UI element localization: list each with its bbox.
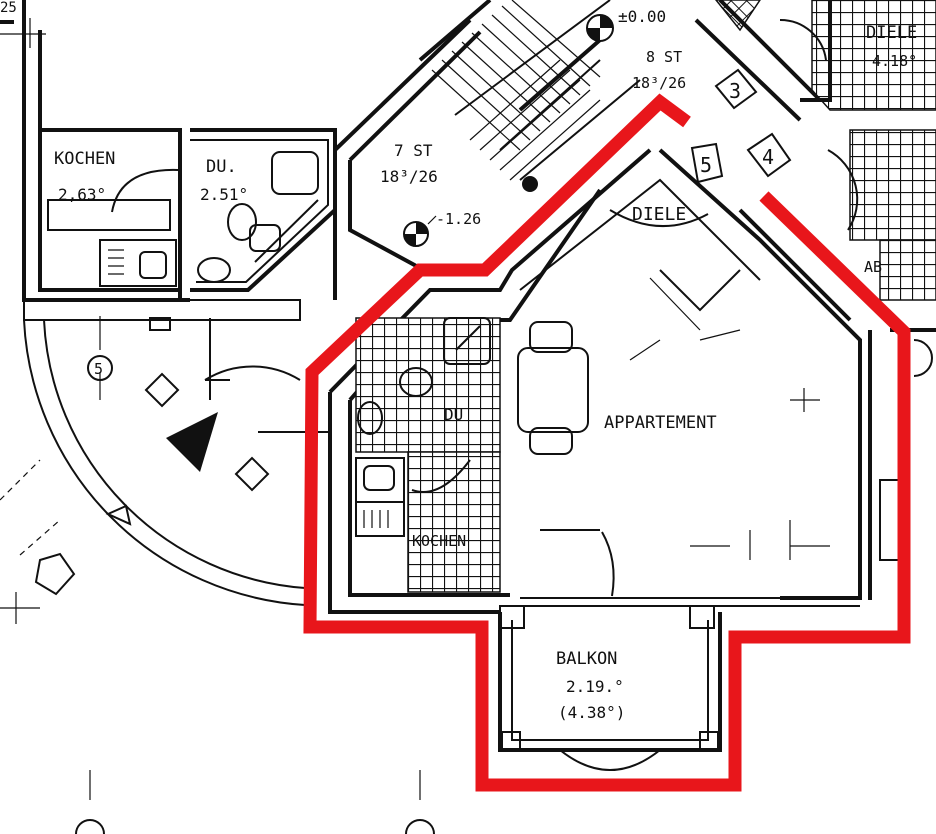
label-balkon-area: 2.19.° — [566, 677, 624, 696]
marker-4 — [746, 132, 792, 178]
balcony — [498, 605, 722, 771]
label-diele-top-right: DIELE — [866, 23, 917, 43]
label-level-mid: -1.26 — [436, 210, 481, 228]
apartment-highlight — [303, 93, 911, 792]
left-symbols — [0, 18, 435, 834]
plan-labels: 25 KOCHEN 2,63° DU. 2.51° 7 ST 18³/26 8 … — [0, 0, 917, 722]
label-num-5-circle: 5 — [94, 360, 103, 378]
marker-3 — [714, 68, 758, 110]
label-kochen-left: KOCHEN — [54, 149, 115, 169]
label-stair-8: 8 ST — [646, 48, 682, 66]
label-kochen-app: KOCHEN — [412, 532, 466, 550]
label-stair-7-dim: 18³/26 — [380, 167, 438, 186]
label-du-left: DU. — [206, 157, 237, 177]
app-furniture — [517, 321, 830, 597]
app-wet-rooms — [355, 317, 501, 593]
label-diele-main: DIELE — [632, 204, 686, 225]
label-appartement: APPARTEMENT — [604, 413, 717, 433]
label-balkon-area-total: (4.38°) — [558, 703, 625, 722]
left-unit-walls — [0, 0, 482, 321]
label-num-3: 3 — [729, 79, 741, 103]
label-num-5-door: 5 — [700, 153, 712, 177]
left-kitchen-fixtures — [47, 168, 179, 287]
label-num-4: 4 — [762, 145, 774, 169]
left-bath-fixtures — [197, 151, 319, 283]
label-du-app: DU — [444, 405, 463, 424]
label-stair-8-dim: 18³/26 — [632, 74, 686, 92]
label-corner-tl: 25 — [0, 0, 17, 16]
top-right-structures — [694, 0, 936, 241]
curved-wall — [0, 317, 330, 606]
marker-5-door — [690, 142, 724, 184]
label-ab-right: AB — [864, 258, 882, 276]
staircase — [403, 0, 641, 247]
label-stair-7: 7 ST — [394, 141, 433, 160]
label-balkon: BALKON — [556, 649, 617, 669]
label-level-top: ±0.00 — [618, 7, 666, 26]
label-du-left-area: 2.51° — [200, 185, 248, 204]
label-kochen-left-area: 2,63° — [58, 185, 106, 204]
label-diele-top-right-area: 4.18° — [872, 52, 917, 70]
